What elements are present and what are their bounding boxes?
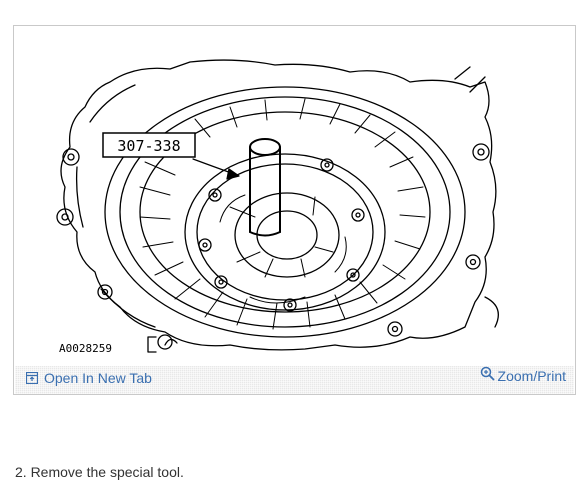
open-in-new-tab-icon: [26, 372, 38, 384]
zoom-print-label: Zoom/Print: [497, 368, 566, 384]
callout-tool-number: 307-338: [117, 137, 180, 155]
transmission-illustration[interactable]: 307-338 A0028259: [15, 27, 574, 356]
transmission-diagram-svg: 307-338 A0028259: [56, 59, 499, 355]
figure-id-label: A0028259: [59, 342, 112, 355]
figure-frame: 307-338 A0028259 Open In New Tab Zoom/Pr…: [13, 25, 576, 395]
figure-toolbar: Open In New Tab Zoom/Print: [15, 366, 574, 394]
zoom-print-link[interactable]: Zoom/Print: [480, 366, 566, 384]
open-in-new-tab-link[interactable]: Open In New Tab: [26, 370, 152, 386]
step-instruction: 2. Remove the special tool.: [15, 464, 184, 480]
open-in-new-tab-label: Open In New Tab: [44, 370, 152, 386]
magnifier-plus-icon: [480, 366, 495, 381]
